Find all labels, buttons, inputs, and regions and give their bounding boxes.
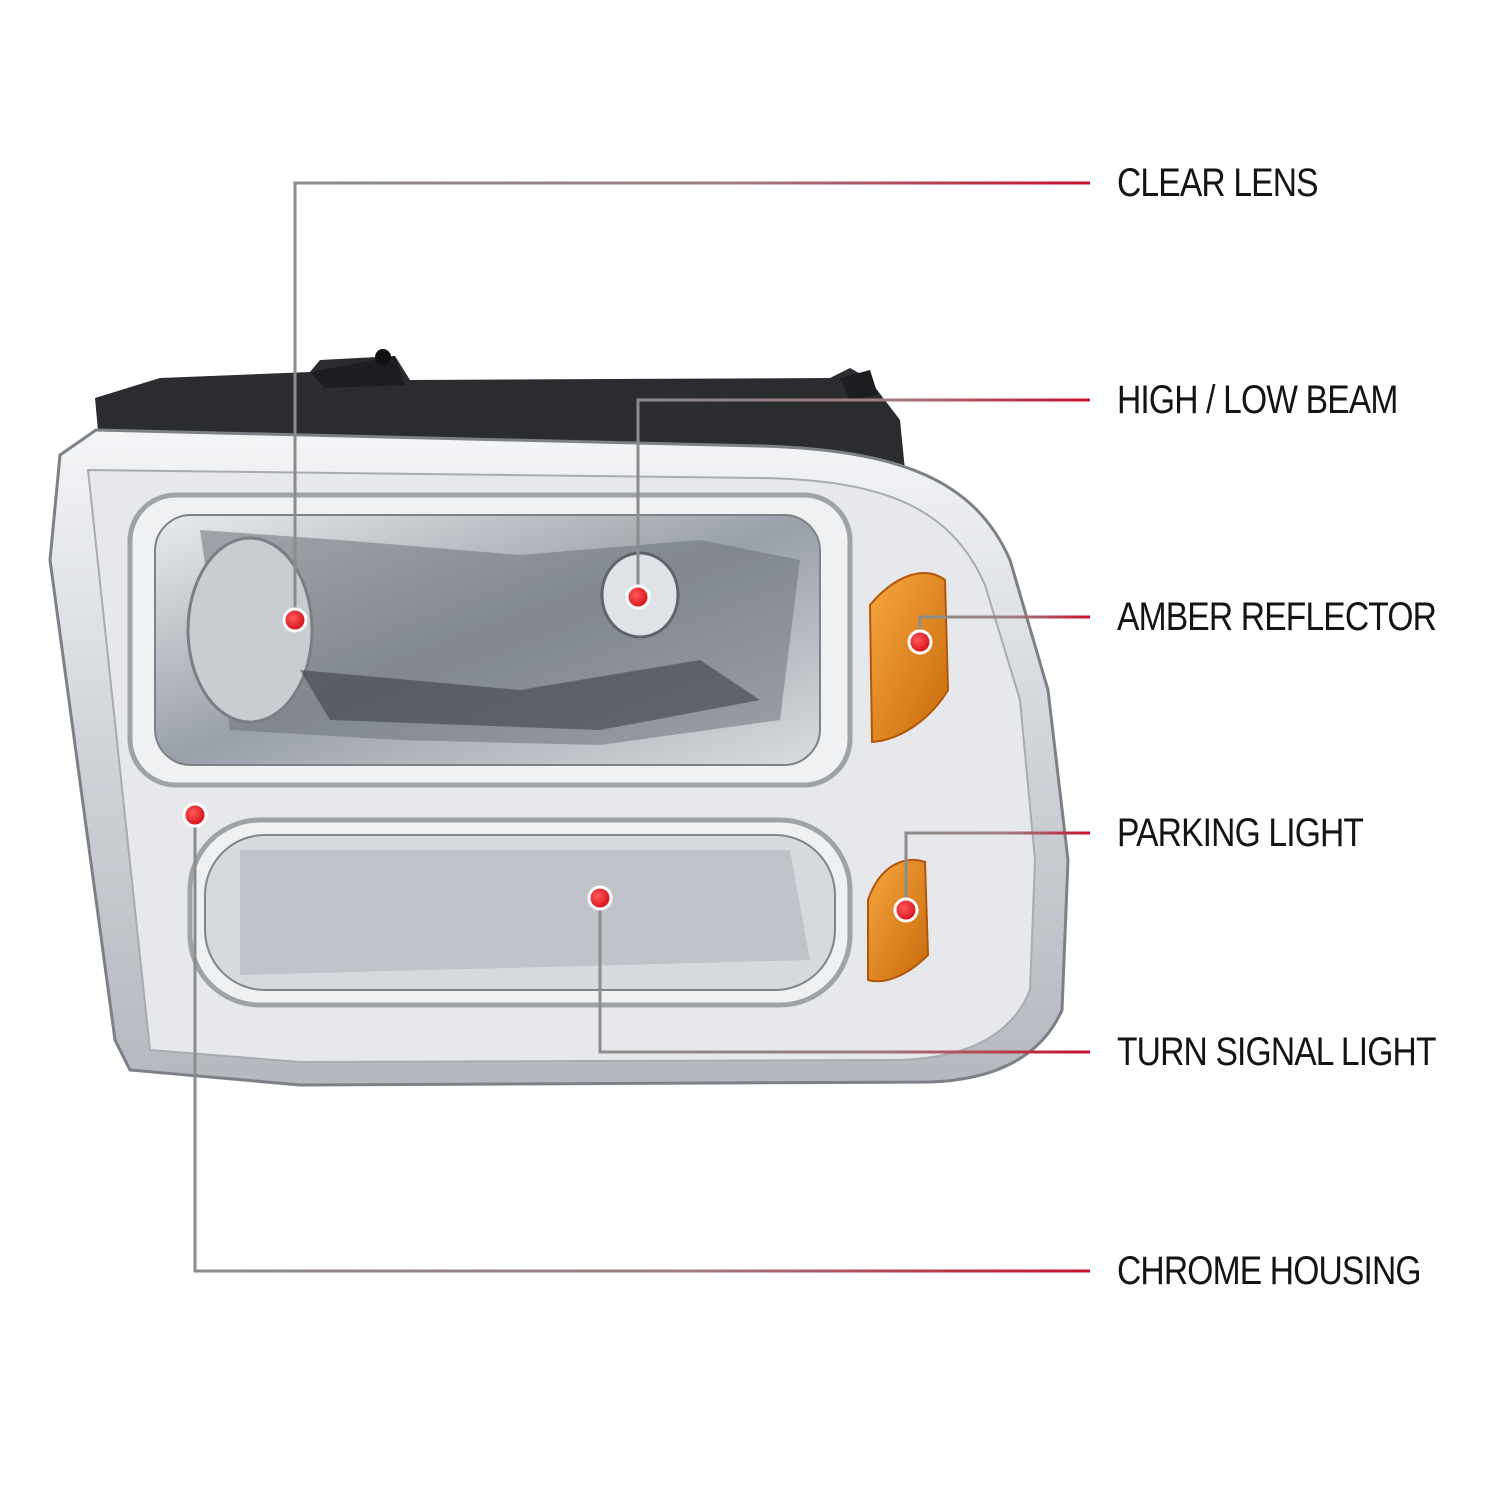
label-clear-lens: CLEAR LENS bbox=[1117, 161, 1319, 205]
label-high-low-beam: HIGH / LOW BEAM bbox=[1117, 378, 1398, 422]
leader-parking-light bbox=[904, 831, 1090, 910]
label-parking-light: PARKING LIGHT bbox=[1117, 811, 1364, 855]
marker-turn-signal-light bbox=[587, 885, 613, 911]
amber-reflector-lens bbox=[868, 572, 950, 744]
callout-markers bbox=[182, 584, 933, 923]
marker-parking-light bbox=[893, 897, 919, 923]
leader-lines bbox=[193, 181, 1090, 1273]
label-turn-signal-light: TURN SIGNAL LIGHT bbox=[1117, 1030, 1437, 1074]
leader-chrome-housing bbox=[193, 815, 1090, 1273]
marker-chrome-housing bbox=[182, 802, 208, 828]
parking-light-lens bbox=[867, 858, 930, 983]
leader-clear-lens bbox=[293, 181, 1090, 620]
leader-high-low-beam bbox=[636, 398, 1090, 597]
high-low-beam-window bbox=[127, 492, 853, 788]
label-amber-reflector: AMBER REFLECTOR bbox=[1117, 595, 1437, 639]
marker-high-low-beam bbox=[625, 584, 651, 610]
label-chrome-housing: CHROME HOUSING bbox=[1117, 1249, 1422, 1293]
marker-amber-reflector bbox=[907, 629, 933, 655]
turn-signal-window bbox=[187, 817, 853, 1008]
leader-turn-signal-light bbox=[598, 898, 1090, 1054]
marker-clear-lens bbox=[282, 607, 308, 633]
